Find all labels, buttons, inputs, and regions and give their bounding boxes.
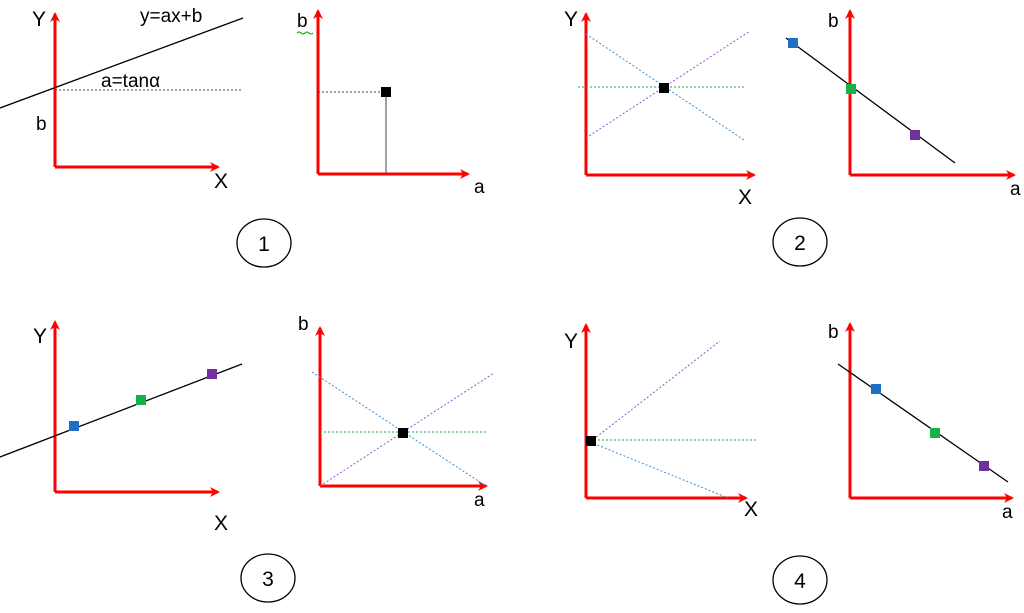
panel-2-point-line xyxy=(785,37,956,164)
panel-1-point xyxy=(381,87,391,97)
panel-1: Y X y=ax+b a=tanα b b a 1 xyxy=(0,6,485,268)
panel-2-ab-plot: b a xyxy=(785,9,1021,200)
panel-1-xy-plot: Y X y=ax+b a=tanα b xyxy=(0,6,244,193)
panel-2-intersection-point xyxy=(659,83,669,93)
panel-2-y-label: Y xyxy=(564,8,578,31)
panel-1-a-label: a xyxy=(474,177,485,198)
panel-4-number-badge: 4 xyxy=(772,555,828,605)
panel-2-number-badge: 2 xyxy=(772,217,828,267)
panel-4-number: 4 xyxy=(794,570,806,593)
panel-1-y-label: Y xyxy=(32,8,46,31)
panel-4-line-blue xyxy=(589,441,729,499)
panel-1-ab-plot: b a xyxy=(296,9,485,198)
panel-3-b-label: b xyxy=(298,314,309,335)
panel-1-equation: y=ax+b xyxy=(140,6,202,27)
panel-2-point-purple xyxy=(910,130,920,140)
panel-1-fit-line xyxy=(0,17,244,109)
panel-4-ab-plot: b a xyxy=(828,322,1014,523)
panel-2-point-blue xyxy=(788,38,798,48)
panel-4-point-blue xyxy=(871,384,881,394)
panel-3-x-label: X xyxy=(214,512,228,535)
panel-4-xy-plot: Y X xyxy=(564,323,758,521)
panel-2-point-green xyxy=(846,84,856,94)
panel-1-number-badge: 1 xyxy=(236,218,292,268)
panel-3-line-purple xyxy=(319,372,495,487)
panel-3-fit-line xyxy=(0,363,243,458)
panel-2: Y X b a 2 xyxy=(564,8,1021,267)
panel-3-ab-plot: b a xyxy=(298,314,495,511)
panel-4-intersection-point xyxy=(586,436,596,446)
panel-1-number: 1 xyxy=(258,233,270,256)
panel-3-point-blue xyxy=(69,421,79,431)
panel-1-spellcheck-squiggle xyxy=(296,31,314,35)
panel-3-point-green xyxy=(136,395,146,405)
panel-3-point-purple xyxy=(207,369,217,379)
panel-3-y-label: Y xyxy=(33,325,47,348)
panel-1-slope-label: a=tanα xyxy=(101,71,160,92)
panel-1-b-label: b xyxy=(297,11,308,32)
panel-4-y-label: Y xyxy=(564,330,578,353)
panel-4-a-label: a xyxy=(1002,502,1013,523)
panel-3-number-badge: 3 xyxy=(240,553,296,603)
panel-4-point-purple xyxy=(979,461,989,471)
panel-3-number: 3 xyxy=(262,568,274,591)
panel-1-x-label: X xyxy=(214,170,228,193)
panel-3: Y X b a 3 xyxy=(0,314,495,603)
panel-3-intersection-point xyxy=(398,428,408,438)
panel-2-a-label: a xyxy=(1010,179,1021,200)
panel-4: Y X b a 4 xyxy=(564,322,1014,605)
panel-4-x-label: X xyxy=(744,498,758,521)
panel-2-number: 2 xyxy=(794,232,806,255)
panel-4-b-label: b xyxy=(828,322,839,343)
panel-1-intercept-label: b xyxy=(36,114,47,135)
panel-4-line-purple xyxy=(589,340,721,443)
panel-2-xy-plot: Y X xyxy=(564,8,756,209)
panel-2-b-label: b xyxy=(828,11,839,32)
panel-2-x-label: X xyxy=(738,186,752,209)
panel-3-a-label: a xyxy=(474,490,485,511)
panel-4-point-green xyxy=(930,428,940,438)
panel-3-xy-plot: Y X xyxy=(0,320,243,535)
